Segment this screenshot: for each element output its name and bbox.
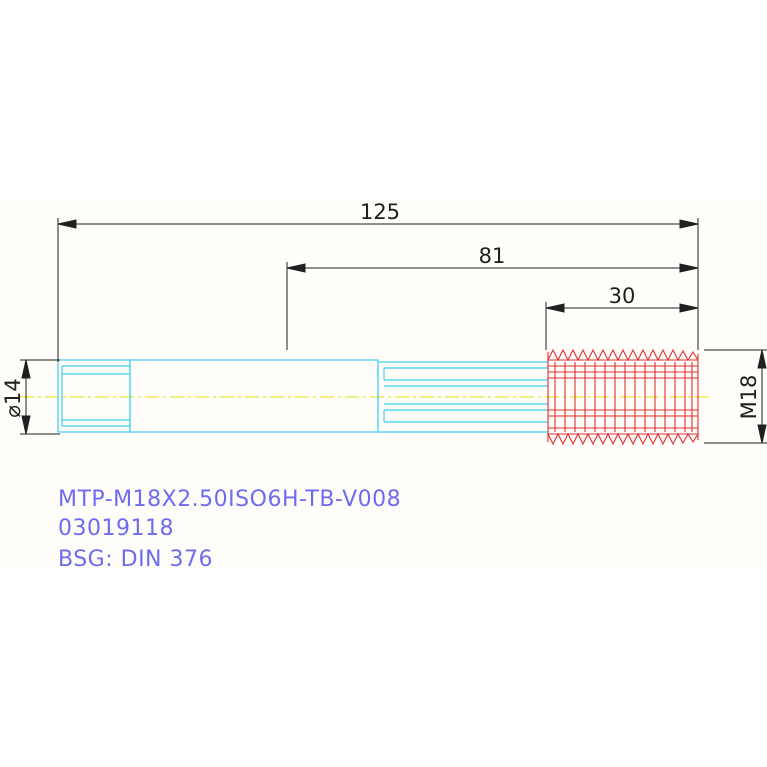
standard-label: BSG: DIN 376 <box>58 547 213 572</box>
dim-shank-diameter-label: ⌀14 <box>1 378 25 417</box>
part-number-label: MTP-M18X2.50ISO6H-TB-V008 <box>58 487 401 512</box>
dim-overall-length <box>57 218 699 362</box>
article-number-label: 03019118 <box>58 516 174 541</box>
dim-shank-diameter <box>20 359 60 435</box>
thread <box>547 348 699 446</box>
dim-thread-size <box>704 349 767 444</box>
dim-shank-length <box>286 262 699 350</box>
dim-overall-length-label: 125 <box>360 200 400 224</box>
neck <box>378 361 548 433</box>
dim-thread-length-label: 30 <box>609 284 636 308</box>
dim-shank-length-label: 81 <box>479 244 506 268</box>
shank <box>129 359 379 433</box>
drawing-background <box>0 198 767 568</box>
dim-thread-size-label: M18 <box>737 375 761 420</box>
thread-crest-lines <box>554 362 693 432</box>
square-drive <box>57 359 131 433</box>
dim-thread-length <box>545 302 699 350</box>
